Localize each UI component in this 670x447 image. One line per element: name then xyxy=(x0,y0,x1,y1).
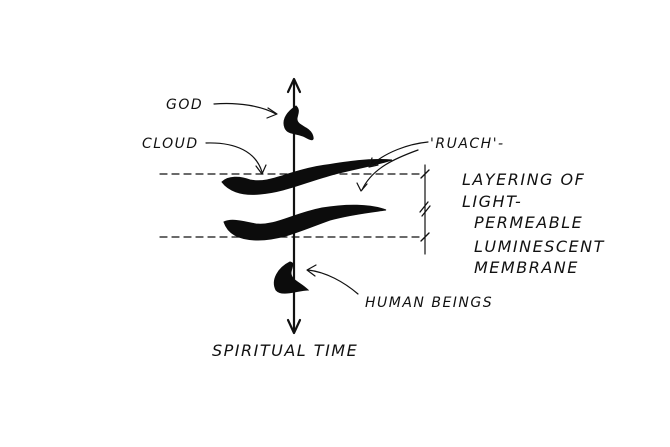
human-beings-leader xyxy=(306,264,359,295)
ruach-leader-1 xyxy=(368,141,429,168)
lower-cloud-stroke xyxy=(223,204,387,241)
layering-label-line-5: MEMBRANE xyxy=(474,258,579,277)
layering-label-line-3: PERMEABLE xyxy=(474,213,583,232)
human-beings-arrow-icon xyxy=(306,264,317,277)
ruach-leader-2 xyxy=(356,149,419,192)
cloud-arrow-icon xyxy=(255,164,267,175)
god-shape xyxy=(283,105,314,141)
layering-label-line-4: LUMINESCENT xyxy=(474,237,605,256)
axis-arrow-up-icon xyxy=(286,77,302,94)
ruach-arrow-icon xyxy=(368,157,379,168)
layering-label-line-1: LAYERING OF xyxy=(462,170,585,189)
layering-label-line-2: LIGHT- xyxy=(462,192,522,211)
god-arrow-icon xyxy=(266,107,278,119)
god-leader xyxy=(213,102,278,119)
human-beings-label: HUMAN BEINGS xyxy=(365,295,493,311)
human-beings-shape xyxy=(273,261,310,294)
god-label: GOD xyxy=(166,97,203,113)
cloud-leader xyxy=(205,142,267,175)
ruach-arrow-2-icon xyxy=(356,182,368,192)
layer-dimension-marker xyxy=(419,164,431,255)
upper-cloud-stroke xyxy=(221,158,393,195)
axis-label: SPIRITUAL TIME xyxy=(212,341,358,360)
ruach-label: 'RUACH'- xyxy=(430,136,505,152)
axis-arrow-down-icon xyxy=(286,318,302,335)
cloud-label: CLOUD xyxy=(142,136,199,152)
